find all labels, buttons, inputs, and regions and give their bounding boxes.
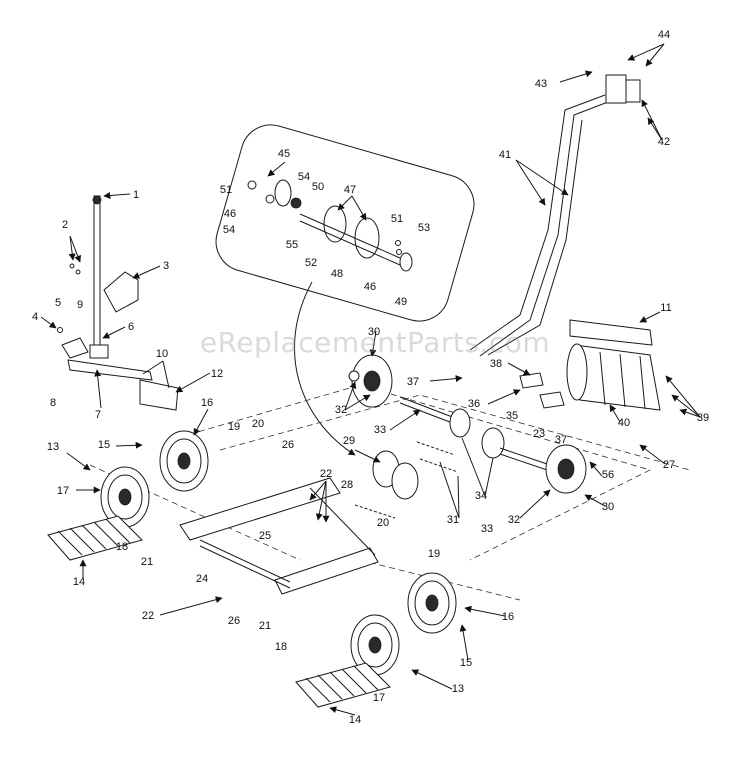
callout-3: 3 [163,260,169,272]
housing [519,319,661,411]
callout-44: 44 [658,29,670,41]
callout-51: 51 [391,213,403,225]
callout-46: 46 [364,281,376,293]
callout-39: 39 [697,412,709,424]
detail-inset [215,124,475,456]
callout-36: 36 [468,398,480,410]
callout-50: 50 [312,181,324,193]
callout-21: 21 [259,620,271,632]
callout-19: 19 [428,548,440,560]
callout-16: 16 [201,397,213,409]
callout-30: 30 [602,501,614,513]
callout-22: 22 [320,468,332,480]
callout-8: 8 [50,397,56,409]
callout-15: 15 [98,439,110,451]
leader-lines [40,43,701,716]
callout-40: 40 [618,417,630,429]
callout-54: 54 [298,171,310,183]
callout-47: 47 [344,184,356,196]
sprocket-left-front [159,430,209,492]
callout-21: 21 [141,556,153,568]
callout-17: 17 [373,692,385,704]
callout-24: 24 [196,573,208,585]
callout-18: 18 [275,641,287,653]
callout-51: 51 [220,184,232,196]
sprocket-right-front [407,572,457,634]
callout-26: 26 [228,615,240,627]
callout-13: 13 [452,683,464,695]
callout-26: 26 [282,439,294,451]
callout-42: 42 [658,136,670,148]
callout-1: 1 [133,189,139,201]
callout-49: 49 [395,296,407,308]
sprocket-right-rear [350,614,400,676]
callout-56: 56 [602,469,614,481]
callout-54: 54 [223,224,235,236]
callout-33: 33 [481,523,493,535]
sprocket-left-rear [100,466,150,528]
callout-6: 6 [128,321,134,333]
callout-13: 13 [47,441,59,453]
callout-30: 30 [368,326,380,338]
callout-29: 29 [343,435,355,447]
callout-31: 31 [447,514,459,526]
axle-bars [179,477,379,595]
handle-assembly [469,74,641,357]
callout-37: 37 [555,434,567,446]
callout-25: 25 [259,530,271,542]
callout-53: 53 [418,222,430,234]
callout-20: 20 [377,517,389,529]
callout-22: 22 [142,610,154,622]
callout-37: 37 [407,376,419,388]
callout-18: 18 [116,541,128,553]
callout-52: 52 [305,257,317,269]
callout-46: 46 [224,208,236,220]
center-drive [348,354,587,519]
callout-5: 5 [55,297,61,309]
callout-4: 4 [32,311,38,323]
callout-35: 35 [506,410,518,422]
callout-32: 32 [335,404,347,416]
callout-11: 11 [660,302,671,314]
callout-17: 17 [57,485,69,497]
callout-38: 38 [490,358,502,370]
track-right [295,662,391,708]
track-left [47,515,143,561]
callout-9: 9 [77,299,83,311]
callout-32: 32 [508,514,520,526]
callout-43: 43 [535,78,547,90]
callout-55: 55 [286,239,298,251]
callout-19: 19 [228,421,240,433]
callout-16: 16 [502,611,514,623]
frame-outline [89,384,691,601]
callout-7: 7 [95,409,101,421]
callout-45: 45 [278,148,290,160]
callout-27: 27 [663,459,675,471]
callout-41: 41 [499,149,511,161]
callout-48: 48 [331,268,343,280]
callout-14: 14 [73,576,85,588]
callout-2: 2 [62,219,68,231]
callout-28: 28 [341,479,353,491]
callout-15: 15 [460,657,472,669]
callout-20: 20 [252,418,264,430]
callout-23: 23 [533,428,545,440]
steering-lever [57,195,179,411]
callout-12: 12 [211,368,223,380]
callout-10: 10 [156,348,168,360]
callout-14: 14 [349,714,361,726]
callout-34: 34 [475,490,487,502]
callout-33: 33 [374,424,386,436]
